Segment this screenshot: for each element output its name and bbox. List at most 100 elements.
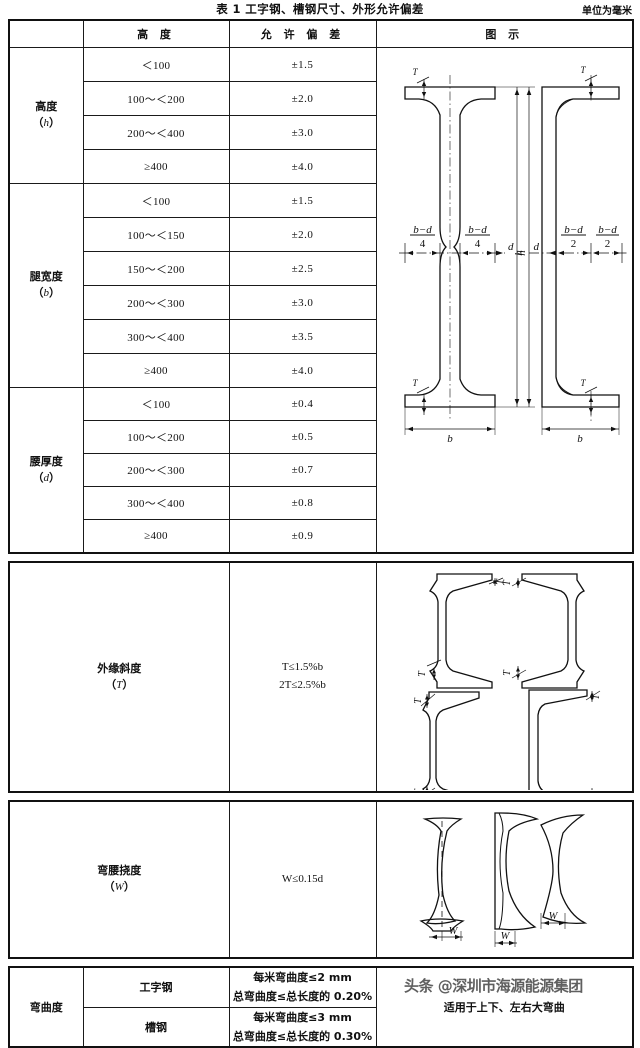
tolerance-cell: ±4.0: [229, 354, 376, 388]
figure-profiles: b−d 4 b−d 4 d h b T T b−d: [377, 55, 633, 545]
header-cell-dimension: 高 度: [83, 20, 229, 48]
svg-text:2: 2: [570, 238, 576, 250]
table-row: 高度 （h） ＜100 ±1.5: [9, 48, 633, 82]
tolerance-cell: ±0.5: [229, 421, 376, 454]
tolerance-cell: ±3.0: [229, 286, 376, 320]
range-cell: ≥400: [83, 150, 229, 184]
tolerance-cell: ±2.5: [229, 252, 376, 286]
tolerance-cell: ±0.9: [229, 520, 376, 554]
group-label-symbol: （b）: [33, 286, 61, 299]
svg-text:T: T: [417, 670, 428, 677]
svg-text:b−d: b−d: [413, 224, 432, 236]
slope-label-symbol: （T）: [105, 678, 133, 691]
flange-slope-table: 外缘斜度 （T） T≤1.5%b 2T≤2.5%b: [8, 561, 634, 793]
section-gap: [0, 793, 640, 800]
header-cell-figure: 图 示: [376, 20, 633, 48]
svg-text:b−d: b−d: [468, 224, 487, 236]
tolerance-cell: ±1.5: [229, 184, 376, 218]
bending-value-line2: 总弯曲度≤总长度的 0.20%: [230, 987, 376, 1006]
range-cell: ≥400: [83, 354, 229, 388]
group-label-height: 高度 （h）: [9, 48, 83, 184]
bending-value-line1: 每米弯曲度≤2 mm: [230, 968, 376, 987]
tolerance-cell: ±2.0: [229, 82, 376, 116]
web-deflection-table: 弯腰挠度 （W） W≤0.15d: [8, 800, 634, 959]
header-cell-tolerance: 允 许 偏 差: [229, 20, 376, 48]
table-row: 外缘斜度 （T） T≤1.5%b 2T≤2.5%b: [9, 562, 633, 792]
slope-formula-line2: 2T≤2.5%b: [230, 677, 376, 695]
title-bar: 表 1 工字钢、槽钢尺寸、外形允许偏差 单位为毫米: [0, 0, 640, 19]
tolerance-cell: ±0.7: [229, 454, 376, 487]
document-page: 表 1 工字钢、槽钢尺寸、外形允许偏差 单位为毫米 高 度 允 许 偏 差 图 …: [0, 0, 640, 1009]
figure-cell-web-deflection: W W W: [376, 801, 633, 958]
svg-text:d: d: [533, 241, 539, 253]
range-cell: 300～＜400: [83, 487, 229, 520]
svg-text:b−d: b−d: [564, 224, 583, 236]
web-deflection-formula-cell: W≤0.15d: [229, 801, 376, 958]
table-row: 弯腰挠度 （W） W≤0.15d: [9, 801, 633, 958]
svg-text:b: b: [577, 433, 583, 445]
group-label-symbol: （d）: [33, 471, 61, 484]
figure-cell-slope: T T T T T T T T: [376, 562, 633, 792]
range-cell: ＜100: [83, 388, 229, 421]
bending-label: 弯曲度: [9, 967, 83, 1047]
svg-text:T: T: [413, 697, 424, 704]
range-cell: 100～＜200: [83, 82, 229, 116]
watermark: 头条 @深圳市海源能源集团: [404, 975, 636, 996]
range-cell: ＜100: [83, 48, 229, 82]
group-label-symbol: （h）: [33, 116, 61, 129]
tolerance-cell: ±3.5: [229, 320, 376, 354]
tolerance-cell: ±4.0: [229, 150, 376, 184]
range-cell: 200～＜300: [83, 454, 229, 487]
range-cell: 150～＜200: [83, 252, 229, 286]
range-cell: 100～＜150: [83, 218, 229, 252]
bending-type-cell: 工字钢: [83, 967, 229, 1007]
tolerance-cell: ±0.4: [229, 388, 376, 421]
svg-text:T: T: [412, 378, 418, 388]
figure-slope: T T T T T T T T: [377, 564, 633, 790]
bending-value-line2: 总弯曲度≤总长度的 0.30%: [230, 1027, 376, 1046]
tolerance-cell: ±1.5: [229, 48, 376, 82]
bending-value-cell: 每米弯曲度≤3 mm 总弯曲度≤总长度的 0.30%: [229, 1007, 376, 1047]
svg-text:T: T: [502, 669, 513, 676]
svg-text:T: T: [580, 378, 586, 388]
range-cell: 200～＜300: [83, 286, 229, 320]
figure-web-deflection: W W W: [377, 803, 633, 956]
svg-text:b−d: b−d: [598, 224, 617, 236]
slope-formula-line1: T≤1.5%b: [230, 659, 376, 677]
group-label-flange-width: 腿宽度 （b）: [9, 184, 83, 388]
profiles-svg: b−d 4 b−d 4 d h b T T b−d: [377, 55, 632, 545]
slope-label-text: 外缘斜度: [97, 662, 141, 675]
dimension-tolerance-table: 高 度 允 许 偏 差 图 示 高度 （h） ＜100 ±1.5: [8, 19, 634, 554]
web-deflection-svg: W W W: [377, 803, 632, 956]
table-header-row: 高 度 允 许 偏 差 图 示: [9, 20, 633, 48]
range-cell: 300～＜400: [83, 320, 229, 354]
svg-text:T: T: [580, 65, 586, 75]
web-deflection-label: 弯腰挠度 （W）: [9, 801, 229, 958]
range-cell: 200～＜400: [83, 116, 229, 150]
figure-cell-profiles: b−d 4 b−d 4 d h b T T b−d: [376, 48, 633, 554]
svg-text:b: b: [447, 433, 453, 445]
range-cell: 100～＜200: [83, 421, 229, 454]
svg-text:T: T: [412, 67, 418, 77]
svg-text:4: 4: [474, 238, 480, 250]
section-gap: [0, 959, 640, 966]
tolerance-cell: ±0.8: [229, 487, 376, 520]
web-deflection-label-text: 弯腰挠度: [97, 864, 141, 877]
header-cell-item: [9, 20, 83, 48]
bending-value-line1: 每米弯曲度≤3 mm: [230, 1008, 376, 1027]
group-label-text: 高度: [35, 100, 57, 113]
svg-text:4: 4: [419, 238, 425, 250]
group-label-text: 腿宽度: [30, 270, 63, 283]
section-gap: [0, 554, 640, 561]
slope-svg: T T T T T T T T: [377, 564, 632, 790]
group-label-text: 腰厚度: [30, 455, 63, 468]
group-label-web-thickness: 腰厚度 （d）: [9, 388, 83, 554]
slope-label: 外缘斜度 （T）: [9, 562, 229, 792]
range-cell: ＜100: [83, 184, 229, 218]
tolerance-cell: ±3.0: [229, 116, 376, 150]
bending-type-cell: 槽钢: [83, 1007, 229, 1047]
svg-text:W: W: [548, 911, 558, 922]
web-deflection-label-symbol: （W）: [104, 880, 135, 893]
svg-text:2: 2: [604, 238, 610, 250]
svg-text:W: W: [500, 931, 510, 942]
